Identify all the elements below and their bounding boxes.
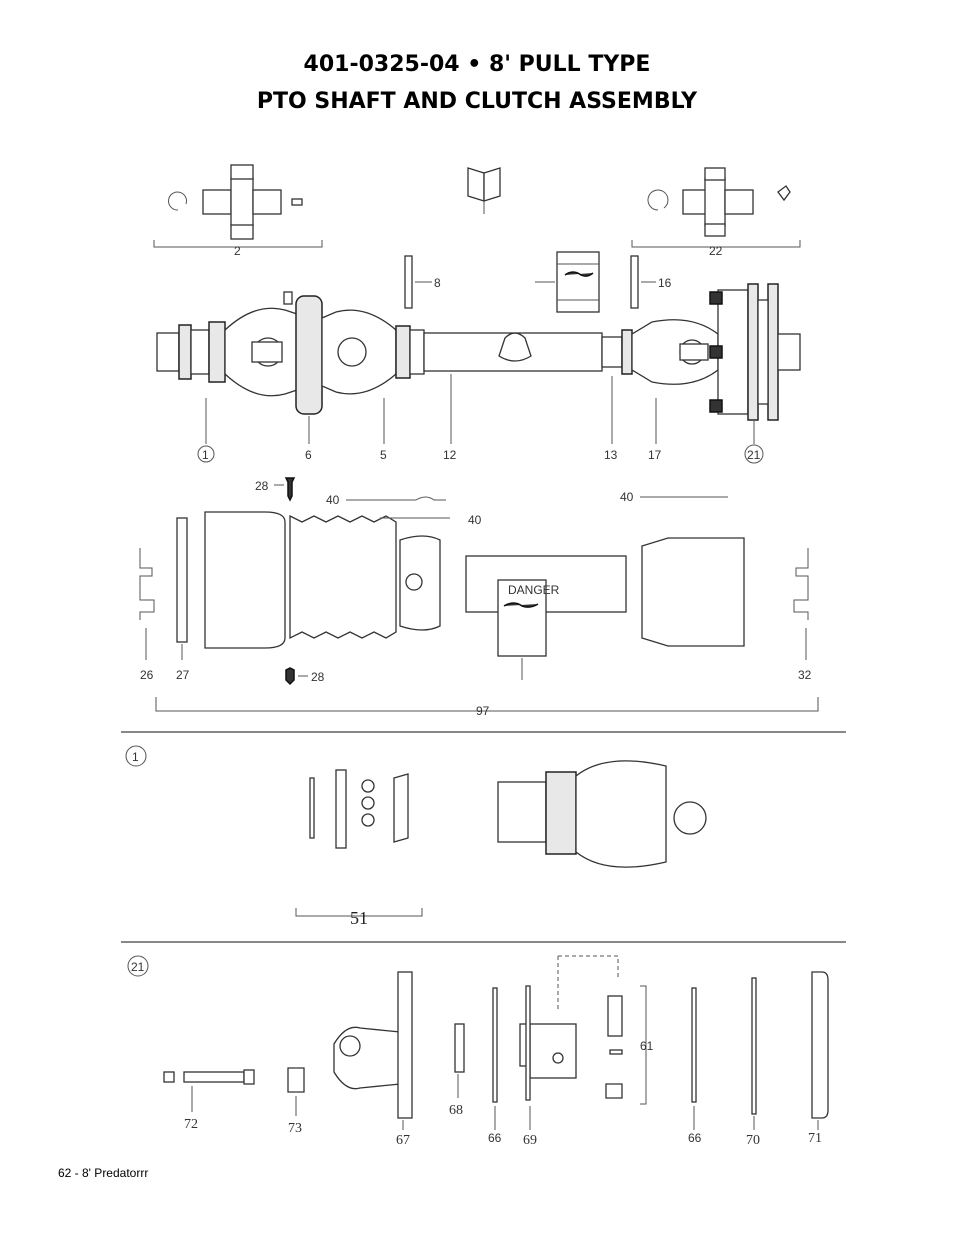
driveline-assembly xyxy=(156,283,801,421)
part-16 xyxy=(630,255,639,309)
callout-2: 2 xyxy=(234,244,241,258)
callout-71: 71 xyxy=(808,1131,822,1146)
callout-6: 6 xyxy=(305,448,312,462)
callout-8: 8 xyxy=(434,276,441,290)
callout-72: 72 xyxy=(184,1117,198,1132)
callout-5: 5 xyxy=(380,448,387,462)
part-8 xyxy=(404,255,413,309)
callout-28-bottom: 28 xyxy=(311,670,325,684)
decal-heading: DANGER xyxy=(508,583,560,597)
section-marker-1: 1 xyxy=(132,750,139,764)
callout-17: 17 xyxy=(648,448,662,462)
callout-16: 16 xyxy=(658,276,672,290)
detail-1 xyxy=(125,745,707,917)
detail-21 xyxy=(127,955,829,1130)
callout-13: 13 xyxy=(604,448,618,462)
callout-26: 26 xyxy=(140,668,154,682)
callout-69: 69 xyxy=(523,1133,537,1148)
callout-28-top: 28 xyxy=(255,479,269,493)
callout-27: 27 xyxy=(176,668,190,682)
callout-66-left: 66 xyxy=(488,1131,502,1145)
callout-40-right: 40 xyxy=(620,490,634,504)
callout-40-mid: 40 xyxy=(468,513,482,527)
section-marker-21: 21 xyxy=(131,960,145,974)
page-title-line1: 401-0325-04 • 8' PULL TYPE xyxy=(303,52,651,77)
callout-51: 51 xyxy=(350,908,368,928)
callout-67: 67 xyxy=(396,1133,410,1148)
callout-61: 61 xyxy=(640,1039,654,1053)
guard-assembly: DANGER xyxy=(139,477,819,712)
callout-22: 22 xyxy=(709,244,723,258)
cross-kit-22 xyxy=(631,167,801,248)
callout-40-left: 40 xyxy=(326,493,340,507)
assembly-leaders xyxy=(197,374,764,464)
page-title-line2: PTO SHAFT AND CLUTCH ASSEMBLY xyxy=(256,89,698,114)
callout-73: 73 xyxy=(288,1121,302,1136)
callout-12: 12 xyxy=(443,448,457,462)
page-footer: 62 - 8' Predatorrr xyxy=(58,1166,149,1180)
warning-decal-small xyxy=(535,251,600,313)
callout-68: 68 xyxy=(449,1103,463,1118)
manual-icon xyxy=(467,167,501,214)
callout-70: 70 xyxy=(746,1133,760,1148)
callout-21: 21 xyxy=(747,448,761,462)
callout-66-right: 66 xyxy=(688,1131,702,1145)
cross-kit-2 xyxy=(153,164,323,248)
callout-97: 97 xyxy=(476,704,490,718)
callout-1: 1 xyxy=(202,448,209,462)
callout-32: 32 xyxy=(798,668,812,682)
